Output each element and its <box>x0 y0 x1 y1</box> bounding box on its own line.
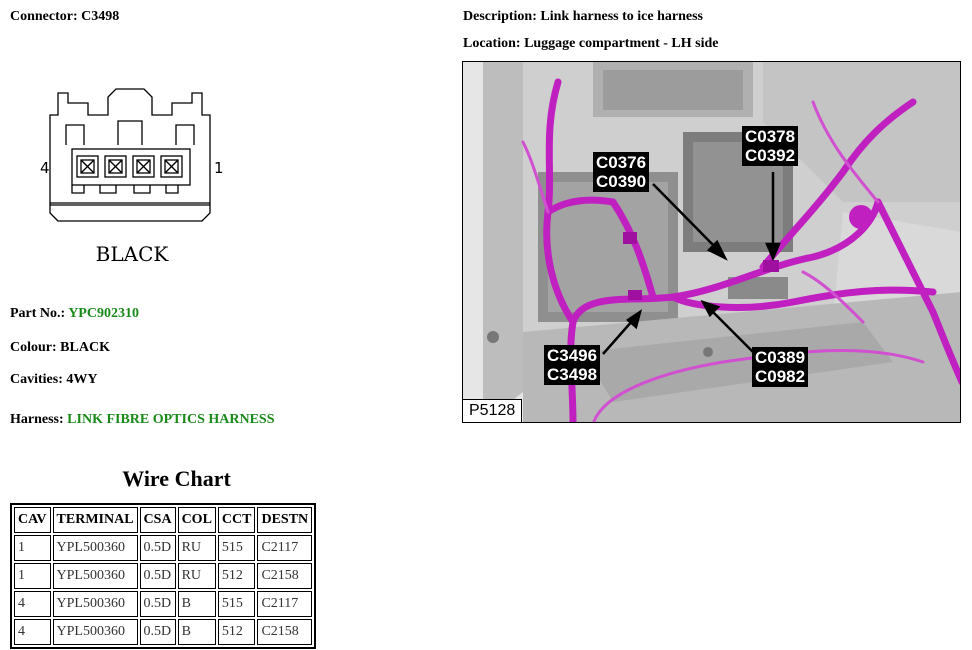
cell-terminal: YPL500360 <box>52 563 138 589</box>
location: Location: Luggage compartment - LH side <box>463 36 719 52</box>
cell-cav: 1 <box>14 535 51 561</box>
callout-c0378-c0392: C0378 C0392 <box>742 126 799 166</box>
connector-label: Connector: <box>10 9 78 24</box>
cell-cct: 512 <box>217 563 256 589</box>
description-value: Link harness to ice harness <box>540 9 703 24</box>
table-row: 1 YPL500360 0.5D RU 512 C2158 <box>14 563 313 589</box>
table-header-row: CAV TERMINAL CSA COL CCT DESTN <box>14 507 313 533</box>
cell-destn: C2158 <box>257 563 313 589</box>
col-cav: CAV <box>14 507 51 533</box>
colour-label: Colour: <box>10 340 57 355</box>
cell-terminal: YPL500360 <box>52 535 138 561</box>
harness-label: Harness: <box>10 412 64 427</box>
location-value: Luggage compartment - LH side <box>524 36 719 51</box>
cavities-value: 4WY <box>66 372 98 387</box>
cell-col: B <box>177 591 216 617</box>
colour-value: BLACK <box>60 340 110 355</box>
harness-link[interactable]: LINK FIBRE OPTICS HARNESS <box>67 412 275 427</box>
wire-chart-title: Wire Chart <box>122 466 231 491</box>
table-row: 4 YPL500360 0.5D B 512 C2158 <box>14 619 313 645</box>
connector-id: Connector: C3498 <box>10 9 119 25</box>
cell-csa: 0.5D <box>139 619 176 645</box>
pin-4-label: 4 <box>40 159 50 177</box>
cell-terminal: YPL500360 <box>52 591 138 617</box>
connector-face-diagram: 4 1 BLACK <box>40 88 224 266</box>
cell-destn: C2158 <box>257 619 313 645</box>
description-label: Description: <box>463 9 537 24</box>
cell-csa: 0.5D <box>139 591 176 617</box>
col-terminal: TERMINAL <box>52 507 138 533</box>
location-label: Location: <box>463 36 521 51</box>
cavities: Cavities: 4WY <box>10 372 98 388</box>
connector-value: C3498 <box>81 9 120 24</box>
cell-destn: C2117 <box>257 535 313 561</box>
wire-chart-table: CAV TERMINAL CSA COL CCT DESTN 1 YPL5003… <box>10 503 317 649</box>
cell-cct: 515 <box>217 535 256 561</box>
harness: Harness: LINK FIBRE OPTICS HARNESS <box>10 412 275 428</box>
cavities-label: Cavities: <box>10 372 63 387</box>
cell-cav: 4 <box>14 619 51 645</box>
part-link[interactable]: YPC902310 <box>68 306 139 321</box>
figure-id: P5128 <box>463 399 523 422</box>
col-destn: DESTN <box>257 507 313 533</box>
cell-cav: 1 <box>14 563 51 589</box>
location-photo-illustration <box>463 62 960 422</box>
col-csa: CSA <box>139 507 176 533</box>
part-number: Part No.: YPC902310 <box>10 306 139 322</box>
col-cct: CCT <box>217 507 256 533</box>
table-row: 4 YPL500360 0.5D B 515 C2117 <box>14 591 313 617</box>
cell-csa: 0.5D <box>139 563 176 589</box>
col-col: COL <box>177 507 216 533</box>
colour: Colour: BLACK <box>10 340 110 356</box>
cell-csa: 0.5D <box>139 535 176 561</box>
cell-col: RU <box>177 535 216 561</box>
cell-cct: 515 <box>217 591 256 617</box>
cell-col: RU <box>177 563 216 589</box>
connector-color-text: BLACK <box>96 242 170 266</box>
cell-cct: 512 <box>217 619 256 645</box>
cell-cav: 4 <box>14 591 51 617</box>
callout-c3496-c3498: C3496 C3498 <box>544 345 601 385</box>
pin-1-label: 1 <box>214 159 224 177</box>
cell-terminal: YPL500360 <box>52 619 138 645</box>
description: Description: Link harness to ice harness <box>463 9 703 25</box>
cell-col: B <box>177 619 216 645</box>
cell-destn: C2117 <box>257 591 313 617</box>
location-photo: C0376 C0390 C0378 C0392 C3496 C3498 C038… <box>462 61 961 423</box>
table-row: 1 YPL500360 0.5D RU 515 C2117 <box>14 535 313 561</box>
callout-c0389-c0982: C0389 C0982 <box>752 347 809 387</box>
callout-c0376-c0390: C0376 C0390 <box>593 152 650 192</box>
part-label: Part No.: <box>10 306 66 321</box>
